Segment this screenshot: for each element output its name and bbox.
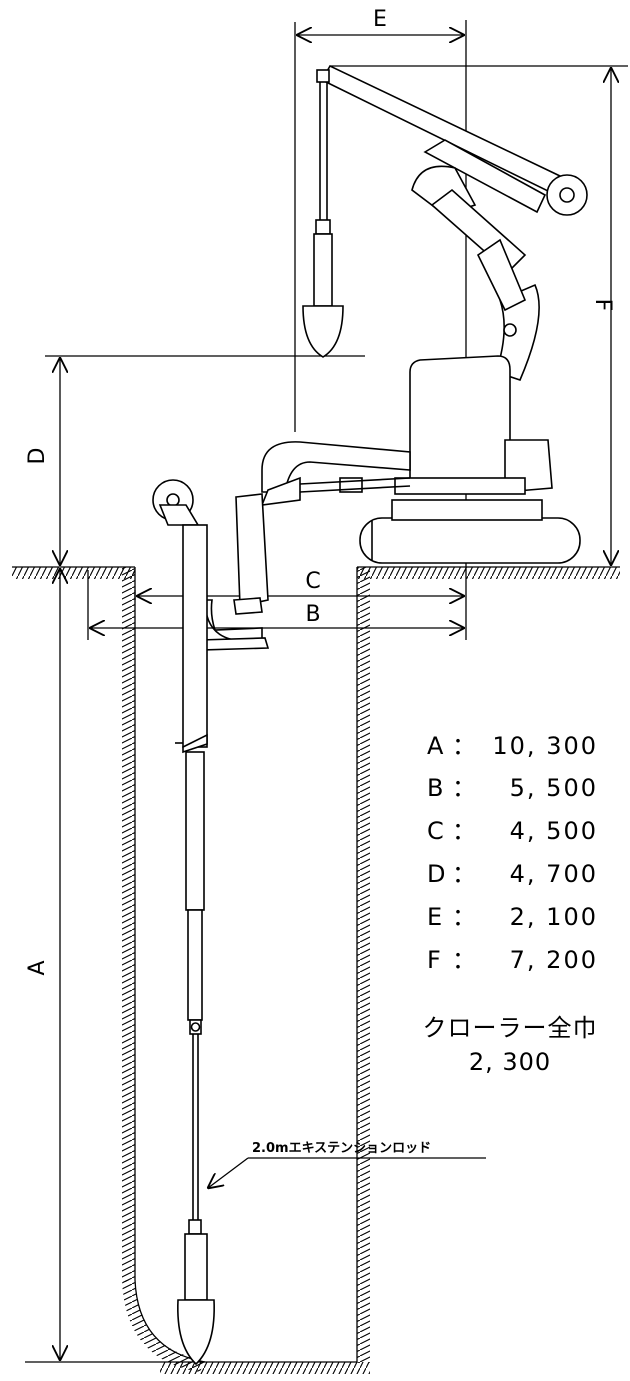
spec-row-b: B ： 5, 500 — [427, 774, 598, 802]
spec-row-e: E ： 2, 100 — [427, 903, 598, 931]
svg-text:7, 200: 7, 200 — [510, 946, 598, 974]
rod-callout: 2.0mエキステンションロッド — [208, 1141, 486, 1188]
svg-text:D: D — [427, 860, 447, 888]
svg-text:：: ： — [452, 732, 478, 760]
dim-c-label: C — [305, 569, 320, 594]
svg-text:：: ： — [452, 946, 478, 974]
crawler-width-value: 2, 300 — [469, 1048, 551, 1076]
crawler-width-label: クローラー全巾 — [423, 1014, 598, 1042]
ground — [12, 566, 620, 1374]
svg-text:A: A — [427, 732, 445, 760]
dim-a-label: A — [25, 960, 50, 975]
svg-text:C: C — [427, 817, 446, 845]
spec-list: A ： 10, 300 B ： 5, 500 C ： 4, 500 D ： 4,… — [427, 732, 598, 974]
spec-row-d: D ： 4, 700 — [427, 860, 598, 888]
spec-row-c: C ： 4, 500 — [427, 817, 598, 845]
machine-base — [199, 355, 581, 651]
raised-bucket-icon — [302, 305, 344, 358]
rod-note: 2.0mエキステンションロッド — [252, 1141, 431, 1156]
svg-text:：: ： — [452, 860, 478, 888]
svg-text:B: B — [427, 774, 445, 802]
spec-row-f: F ： 7, 200 — [427, 946, 598, 974]
svg-text:：: ： — [452, 774, 478, 802]
dim-e-label: E — [373, 7, 387, 32]
svg-text:E: E — [427, 903, 444, 931]
svg-text:2, 100: 2, 100 — [510, 903, 598, 931]
spec-row-a: A ： 10, 300 — [427, 732, 598, 760]
svg-text:10, 300: 10, 300 — [492, 732, 598, 760]
svg-text:：: ： — [452, 903, 478, 931]
dim-d-label: D — [25, 448, 50, 465]
dim-f-label: F — [590, 299, 615, 312]
dim-b-label: B — [305, 602, 320, 627]
crawler-width: クローラー全巾 2, 300 — [423, 1014, 598, 1076]
crawler-track-icon — [359, 517, 581, 564]
digging-bucket-icon — [177, 1299, 215, 1366]
svg-text:：: ： — [452, 817, 478, 845]
machine-raised-position — [302, 64, 588, 381]
svg-text:5, 500: 5, 500 — [510, 774, 598, 802]
svg-text:4, 700: 4, 700 — [510, 860, 598, 888]
svg-text:4, 500: 4, 500 — [510, 817, 598, 845]
kelly-bar — [152, 479, 215, 1366]
svg-text:F: F — [427, 946, 443, 974]
dimension-lines — [60, 35, 611, 1360]
